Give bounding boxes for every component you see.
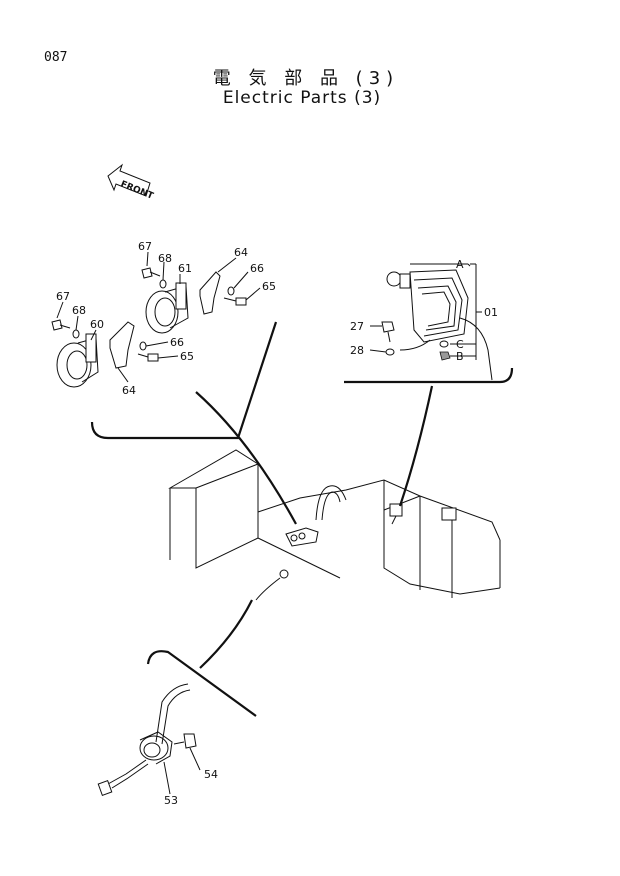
horn-upper xyxy=(145,282,189,334)
washer-68-lower xyxy=(72,329,80,339)
washer-28 xyxy=(385,348,395,356)
page-title-japanese: 電 気 部 品 (3) xyxy=(212,68,400,89)
bolt-65-upper xyxy=(223,297,247,306)
callout-64-upper: 64 xyxy=(234,246,248,259)
detail-frame-switch xyxy=(146,650,257,717)
bracket-upper xyxy=(199,271,221,315)
work-light-detail: A 01 27 28 C B xyxy=(344,258,514,384)
bolt-67-lower xyxy=(51,319,71,331)
callout-28: 28 xyxy=(350,344,364,357)
callout-68-upper: 68 xyxy=(158,252,172,265)
page-number: 087 xyxy=(44,50,68,65)
callout-68-lower: 68 xyxy=(72,304,86,317)
horn-lower xyxy=(56,333,99,388)
lamp-cable xyxy=(459,317,493,381)
callout-54: 54 xyxy=(204,768,218,781)
leader-horns-to-body xyxy=(195,391,297,525)
leader-switch-to-body xyxy=(199,599,253,669)
bolt-27 xyxy=(381,321,395,343)
callout-65-upper: 65 xyxy=(262,280,276,293)
nut-B xyxy=(439,351,451,361)
bolt-67-upper xyxy=(141,267,161,279)
callout-60: 60 xyxy=(90,318,104,331)
callout-C: C xyxy=(456,338,464,351)
washer-C xyxy=(439,340,449,348)
lamp-bulb xyxy=(386,271,411,289)
machine-body xyxy=(168,449,501,601)
callout-01: 01 xyxy=(484,306,498,319)
leader-lamp-to-body xyxy=(398,385,434,507)
bolt-65-lower xyxy=(137,353,159,362)
front-direction-arrow: FRONT xyxy=(107,163,155,202)
horn-assembly-detail: 67 68 61 64 66 65 67 68 60 66 65 64 xyxy=(51,240,278,440)
bolt-54 xyxy=(173,733,197,749)
detail-frame-lamp xyxy=(344,367,514,384)
callout-27: 27 xyxy=(350,320,364,333)
bracket-lower xyxy=(109,321,135,369)
callout-67-lower: 67 xyxy=(56,290,70,303)
callout-61: 61 xyxy=(178,262,192,275)
callout-B: B xyxy=(456,350,464,363)
detail-frame-horns xyxy=(90,321,278,440)
callout-66-upper: 66 xyxy=(250,262,264,275)
callout-67-upper: 67 xyxy=(138,240,152,253)
page-title-english: Electric Parts (3) xyxy=(222,88,382,108)
callout-53: 53 xyxy=(164,794,178,807)
washer-68-upper xyxy=(159,279,167,289)
washer-66-upper xyxy=(227,286,235,296)
callout-64-lower: 64 xyxy=(122,384,136,397)
switch-assembly-detail: 54 53 xyxy=(97,650,257,807)
callout-65-lower: 65 xyxy=(180,350,194,363)
callout-66-lower: 66 xyxy=(170,336,184,349)
switch-53 xyxy=(97,731,173,796)
washer-66-lower xyxy=(139,341,147,351)
callout-A: A xyxy=(456,258,464,271)
